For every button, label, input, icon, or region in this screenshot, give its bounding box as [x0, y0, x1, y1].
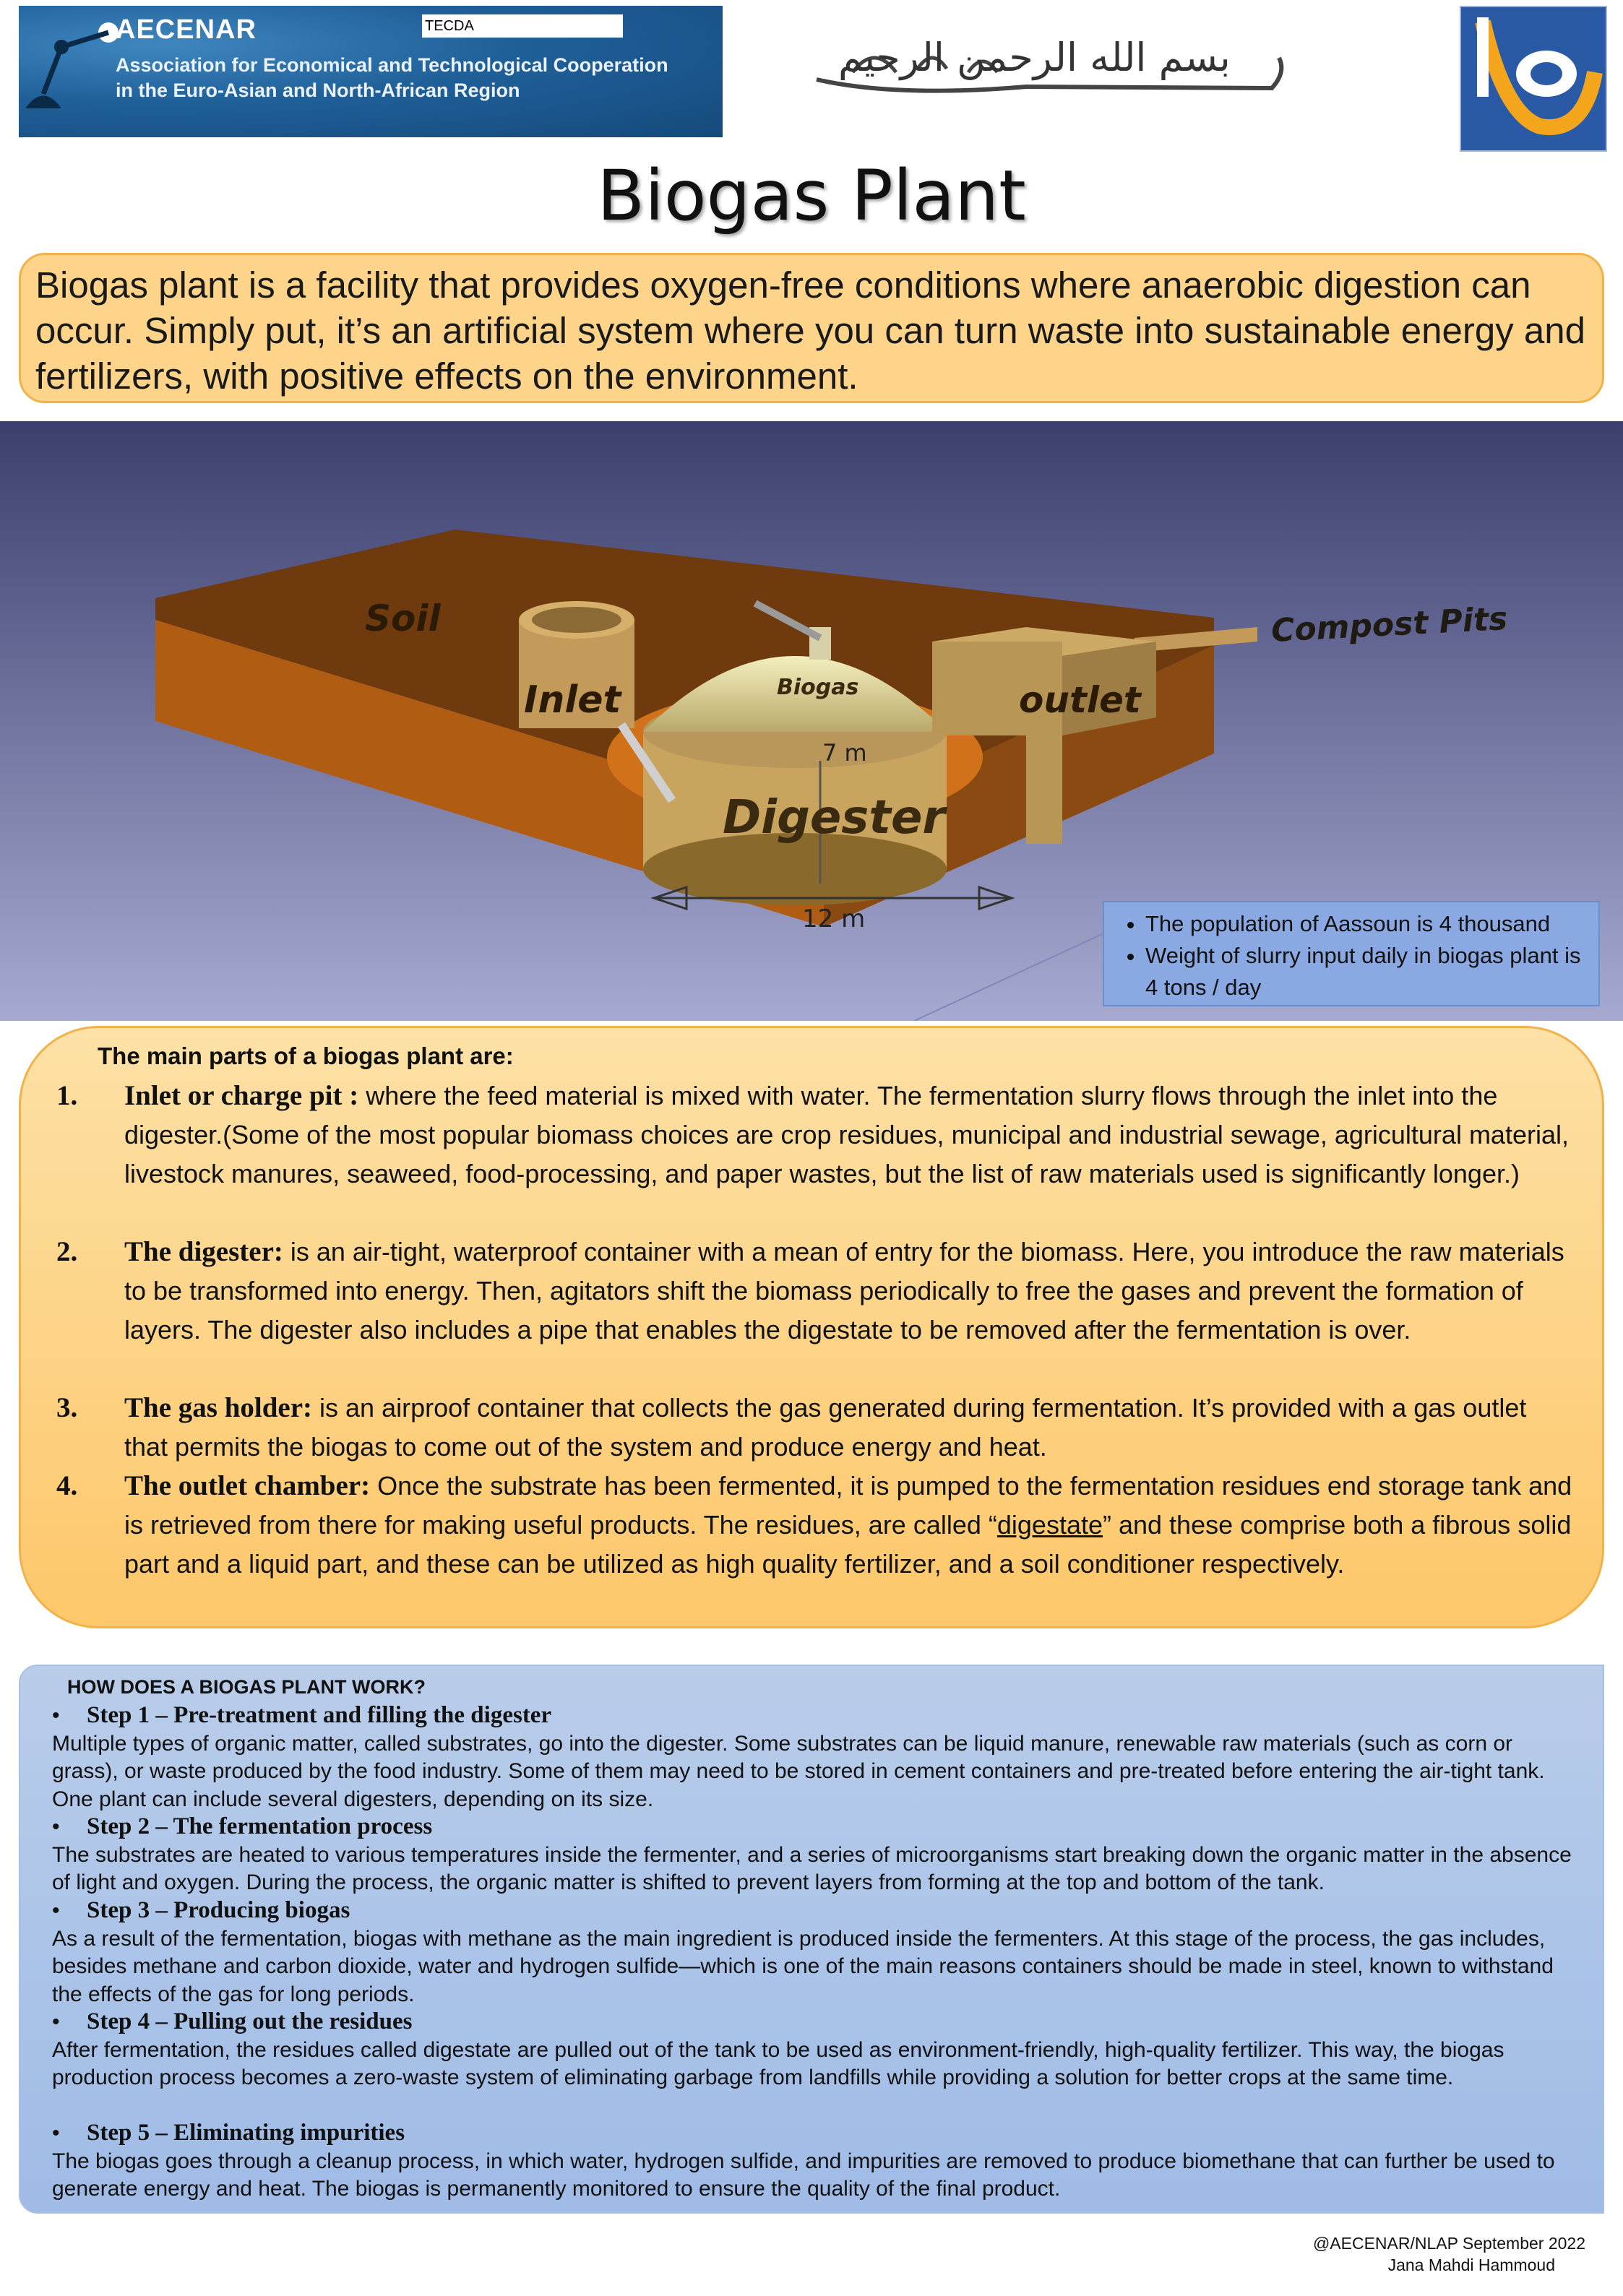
- org-logo: [1460, 6, 1607, 152]
- org-full-name-line2: in the Euro-Asian and North-African Regi…: [116, 79, 520, 101]
- part-heading: The gas holder:: [124, 1392, 313, 1423]
- part-number: 2.: [56, 1236, 78, 1267]
- page-title: Biogas Plant: [597, 155, 1026, 236]
- height-label: 7 m: [822, 739, 867, 767]
- part-item-gas-holder: 3. The gas holder: is an airproof contai…: [43, 1389, 1575, 1467]
- step-heading: Step 2 – The fermentation process: [87, 1813, 433, 1839]
- info-box: The population of Aassoun is 4 thousand …: [1103, 901, 1600, 1006]
- part-item-outlet-chamber: 4. The outlet chamber: Once the substrat…: [43, 1467, 1575, 1584]
- soil-label: Soil: [365, 597, 442, 639]
- step-4: • Step 4 – Pulling out the residues After…: [52, 2008, 1577, 2092]
- info-slurry-weight: Weight of slurry input daily in biogas p…: [1145, 940, 1590, 1004]
- bullet: •: [52, 2121, 60, 2145]
- step-2: • Step 2 – The fermentation process The s…: [52, 1813, 1577, 1897]
- bullet: •: [52, 2010, 60, 2034]
- part-text: is an air-tight, waterproof container wi…: [124, 1237, 1564, 1345]
- step-text: As a result of the fermentation, biogas …: [52, 1926, 1554, 2006]
- calligraphy-basmala: بسم الله الرحمن الرحيم: [809, 29, 1301, 108]
- part-heading: The outlet chamber:: [124, 1470, 371, 1501]
- how-it-works-title: HOW DOES A BIOGAS PLANT WORK?: [67, 1676, 426, 1698]
- step-text: After fermentation, the residues called …: [52, 2037, 1504, 2090]
- diameter-label: 12 m: [802, 905, 865, 933]
- step-3: • Step 3 – Producing biogas As a result o…: [52, 1896, 1577, 2008]
- part-text-after: ” and these comprise both a fibrous soli…: [124, 1510, 1572, 1579]
- intro-text: Biogas plant is a facility that provides…: [35, 264, 1585, 397]
- step-heading: Step 1 – Pre-treatment and filling the d…: [87, 1702, 552, 1728]
- step-5: • Step 5 – Eliminating impurities The bio…: [52, 2119, 1577, 2204]
- digestate-link[interactable]: digestate: [996, 1510, 1103, 1540]
- robot-arm-logo: [25, 22, 119, 108]
- parts-box: [19, 1026, 1604, 1628]
- step-text: The substrates are heated to various tem…: [52, 1842, 1572, 1895]
- part-heading: Inlet or charge pit :: [124, 1080, 359, 1111]
- bullet: •: [52, 1815, 60, 1839]
- part-number: 3.: [56, 1392, 78, 1423]
- step-heading: Step 4 – Pulling out the residues: [87, 2008, 413, 2034]
- outlet-label: outlet: [1019, 679, 1142, 721]
- org-full-name-line1: Association for Economical and Technolog…: [116, 54, 668, 76]
- step-text: The biogas goes through a cleanup proces…: [52, 2149, 1555, 2201]
- author-name: Jana Mahdi Hammoud: [1387, 2256, 1555, 2274]
- part-text: is an airproof container that collects t…: [124, 1393, 1527, 1462]
- biogas-label: Biogas: [777, 675, 858, 700]
- step-heading: Step 5 – Eliminating impurities: [87, 2120, 405, 2146]
- org-short-name: AECENAR: [116, 14, 257, 45]
- tecda-label: TECDA: [422, 14, 623, 38]
- step-heading: Step 3 – Producing biogas: [87, 1897, 350, 1923]
- bullet: •: [52, 1704, 60, 1727]
- inlet-label: Inlet: [524, 678, 622, 722]
- step-1: • Step 1 – Pre-treatment and filling the …: [52, 1701, 1577, 1813]
- step-text: Multiple types of organic matter, called…: [52, 1731, 1545, 1811]
- digester-label: Digester: [723, 791, 947, 845]
- intro-box: Biogas plant is a facility that provides…: [19, 253, 1604, 403]
- part-number: 1.: [56, 1080, 78, 1111]
- parts-title: The main parts of a biogas plant are:: [98, 1043, 514, 1069]
- part-item-inlet: 1. Inlet or charge pit : where the feed …: [43, 1076, 1575, 1194]
- part-text-before: Once the substrate has been fermented, i…: [124, 1471, 1572, 1540]
- part-item-digester: 2. The digester: is an air-tight, waterp…: [43, 1233, 1575, 1350]
- part-number: 4.: [56, 1470, 78, 1501]
- credit-line: @AECENAR/NLAP September 2022: [1312, 2234, 1585, 2253]
- bullet: •: [52, 1899, 60, 1922]
- part-heading: The digester:: [124, 1236, 283, 1267]
- part-text: where the feed material is mixed with wa…: [124, 1081, 1569, 1188]
- how-it-works-box: [19, 1665, 1604, 2214]
- info-population: The population of Aassoun is 4 thousand: [1145, 908, 1590, 940]
- calligraphy-text: بسم الله الرحمن الرحيم: [838, 35, 1231, 80]
